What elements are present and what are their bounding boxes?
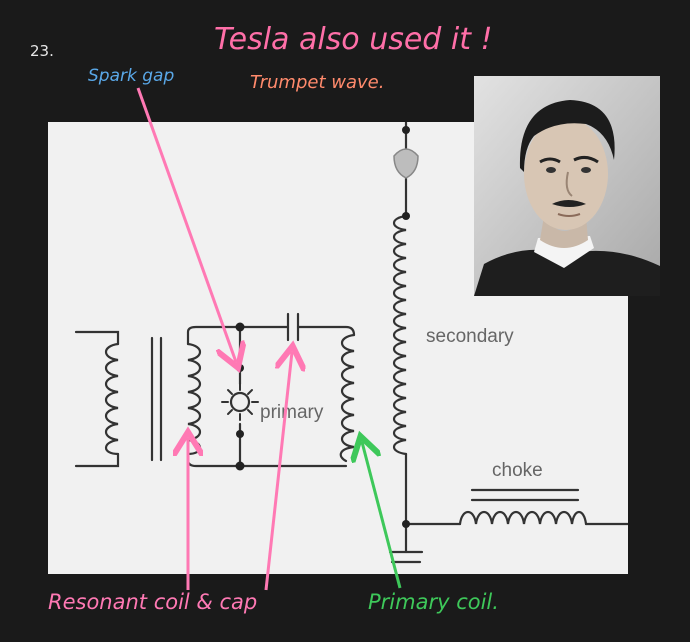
spark-gap-symbol bbox=[229, 391, 251, 413]
spark-node-mid-top bbox=[236, 364, 244, 372]
choke-label: choke bbox=[492, 460, 543, 481]
spark-node-top bbox=[235, 322, 245, 332]
capacitor-wire-right bbox=[296, 325, 356, 337]
source-coil bbox=[104, 342, 120, 456]
eyebrow-right bbox=[573, 155, 599, 164]
mouth bbox=[557, 213, 581, 217]
slide-title: Tesla also used it ! bbox=[214, 22, 493, 57]
hair bbox=[519, 100, 615, 172]
top-load-terminal bbox=[393, 148, 419, 179]
spark-rays bbox=[221, 383, 259, 421]
secondary-label: secondary bbox=[426, 326, 514, 347]
primary-coil-annotation: Primary coil. bbox=[368, 590, 499, 614]
neck bbox=[540, 216, 588, 248]
face bbox=[524, 118, 608, 230]
trumpet-wave-annotation: Trumpet wave. bbox=[250, 72, 385, 93]
eye-right bbox=[581, 167, 591, 173]
suit bbox=[474, 249, 660, 296]
source-wire-top bbox=[74, 330, 120, 346]
moustache bbox=[552, 200, 586, 207]
resonant-wire-bottom bbox=[186, 452, 348, 468]
choke-coil bbox=[458, 510, 588, 526]
secondary-coil bbox=[392, 214, 408, 456]
nose bbox=[565, 171, 573, 197]
primary-coil bbox=[339, 333, 356, 463]
primary-label: primary bbox=[260, 402, 324, 423]
top-terminal-node bbox=[402, 126, 410, 134]
resonant-coil-cap-annotation: Resonant coil & cap bbox=[48, 590, 258, 614]
mid-terminal-node bbox=[402, 212, 410, 220]
eyebrow-left bbox=[539, 157, 561, 164]
spark-node-bottom bbox=[235, 461, 245, 471]
slide-number: 23. bbox=[30, 42, 54, 60]
portrait-drawing bbox=[474, 76, 660, 296]
spark-node-mid-bottom bbox=[236, 430, 244, 438]
resonant-coil bbox=[186, 342, 202, 456]
choke-junction-node bbox=[402, 520, 410, 528]
spark-gap-annotation: Spark gap bbox=[88, 66, 175, 86]
portrait-photo bbox=[474, 76, 660, 296]
eye-left bbox=[546, 167, 556, 173]
source-wire-bottom bbox=[74, 452, 120, 468]
